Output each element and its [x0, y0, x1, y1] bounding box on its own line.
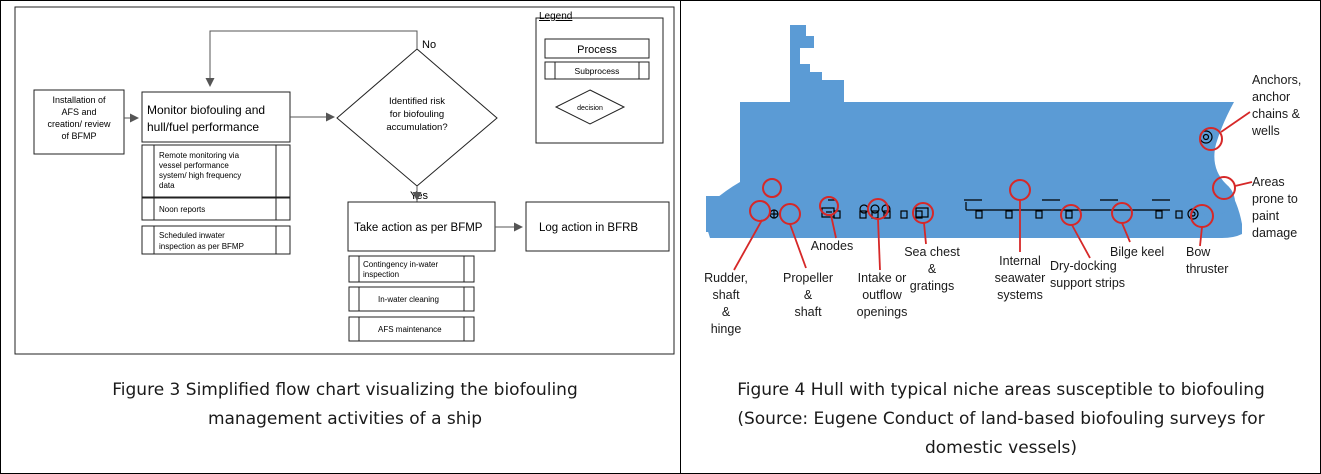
start-box-line: creation/ review — [47, 119, 111, 129]
label-areas: Areas — [1252, 175, 1285, 189]
flow-chart: Installation of AFS and creation/ review… — [14, 6, 675, 355]
subprocess-line: inspection — [363, 270, 399, 279]
figure3-panel: Installation of AFS and creation/ review… — [14, 6, 676, 360]
subprocess-line: AFS maintenance — [378, 325, 442, 334]
label-propeller: & — [804, 288, 813, 302]
legend-process-shape — [544, 38, 650, 59]
figure4-caption: Figure 4 Hull with typical niche areas s… — [684, 376, 1318, 463]
no-label: No — [422, 39, 436, 51]
action-subprocess-1: Contingency in-water inspection — [348, 255, 475, 283]
action-subprocess-2: In-water cleaning — [348, 286, 475, 312]
figure3-caption-line: Figure 3 Simplified flow chart visualizi… — [112, 380, 578, 400]
label-internal: Internal — [999, 254, 1041, 268]
label-anchors: wells — [1251, 124, 1280, 138]
label-dry-docking: Dry-docking — [1050, 259, 1117, 273]
figure3-caption: Figure 3 Simplified flow chart visualizi… — [20, 376, 670, 434]
figure4-caption-line: (Source: Eugene Conduct of land-based bi… — [737, 409, 1265, 429]
subprocess-line: inspection as per BFMP — [159, 242, 244, 251]
label-anchors: Anchors, — [1252, 73, 1301, 87]
subprocess-line: In-water cleaning — [378, 295, 439, 304]
legend-title: Legend — [539, 11, 572, 22]
monitor-subprocess-3: Scheduled inwater inspection as per BFMP — [141, 225, 291, 255]
decision-line: for biofouling — [390, 109, 444, 120]
decision-line: Identified risk — [389, 96, 445, 107]
action-subprocess-3: AFS maintenance — [348, 316, 475, 342]
label-anodes: Anodes — [811, 239, 853, 253]
label-anchors: chains & — [1252, 107, 1301, 121]
label-dry-docking: support strips — [1050, 276, 1125, 290]
subprocess-line: Noon reports — [159, 205, 205, 214]
legend: Legend Process Subprocess decision — [535, 11, 664, 144]
label-sea-chest: & — [928, 262, 937, 276]
label-internal: seawater — [995, 271, 1046, 285]
hull-diagram: Anchors, anchor chains & wells Areas pro… — [704, 25, 1301, 336]
hull-bow-bulb — [1186, 179, 1235, 216]
subprocess-line: Scheduled inwater — [159, 231, 225, 240]
monitor-box: Monitor biofouling and hull/fuel perform… — [141, 91, 291, 143]
label-bilge-keel: Bilge keel — [1110, 245, 1164, 259]
label-intake: outflow — [862, 288, 903, 302]
monitor-line: hull/fuel performance — [147, 120, 259, 134]
label-areas: paint — [1252, 209, 1280, 223]
legend-decision-label: decision — [577, 105, 603, 112]
figure3-caption-line: management activities of a ship — [207, 409, 483, 429]
start-box-line: AFS and — [61, 107, 96, 117]
label-propeller: shaft — [794, 305, 822, 319]
arrow-no-loop — [205, 30, 418, 87]
subprocess-line: data — [159, 181, 175, 190]
label-areas: damage — [1252, 226, 1297, 240]
label-rudder: hinge — [711, 322, 742, 336]
rudder-shape — [706, 196, 722, 232]
label-rudder: Rudder, — [704, 271, 748, 285]
label-sea-chest: gratings — [910, 279, 954, 293]
legend-subprocess-shape — [544, 61, 650, 80]
subprocess-line: vessel performance — [159, 161, 229, 170]
hull-shape — [706, 25, 1242, 238]
monitor-line: Monitor biofouling and — [147, 103, 265, 117]
legend-process-label: Process — [577, 44, 617, 56]
figure4-caption-line: domestic vessels) — [924, 438, 1078, 458]
subprocess-line: Remote monitoring via — [159, 151, 240, 160]
label-rudder: & — [722, 305, 731, 319]
start-box-line: Installation of — [52, 95, 106, 105]
label-bow-thruster: thruster — [1186, 262, 1228, 276]
label-intake: openings — [857, 305, 908, 319]
label-anchors: anchor — [1252, 90, 1290, 104]
monitor-subprocess-2: Noon reports — [141, 197, 291, 221]
monitor-subprocess-1: Remote monitoring via vessel performance… — [141, 144, 291, 198]
legend-subprocess-label: Subprocess — [575, 66, 620, 76]
start-box: Installation of AFS and creation/ review… — [33, 89, 125, 155]
label-propeller: Propeller — [783, 271, 833, 285]
start-box-line: of BFMP — [61, 131, 96, 141]
action-box: Take action as per BFMP — [347, 201, 496, 252]
callout-lines — [733, 111, 1253, 271]
log-box: Log action in BFRB — [525, 201, 670, 252]
label-sea-chest: Sea chest — [904, 245, 960, 259]
label-areas: prone to — [1252, 192, 1298, 206]
log-box-text: Log action in BFRB — [539, 222, 638, 234]
hull-labels: Anchors, anchor chains & wells Areas pro… — [704, 73, 1301, 336]
decision-line: accumulation? — [386, 122, 447, 133]
label-internal: systems — [997, 288, 1043, 302]
subprocess-line: Contingency in-water — [363, 260, 438, 269]
legend-decision-shape — [554, 89, 626, 125]
subprocess-line: system/ high frequency — [159, 171, 241, 180]
action-box-text: Take action as per BFMP — [354, 222, 483, 234]
yes-label: Yes — [410, 190, 428, 202]
label-rudder: shaft — [712, 288, 740, 302]
hull-features — [769, 130, 1213, 220]
label-intake: Intake or — [858, 271, 907, 285]
figure4-panel: Anchors, anchor chains & wells Areas pro… — [686, 6, 1318, 365]
column-divider — [680, 0, 681, 474]
figure4-caption-line: Figure 4 Hull with typical niche areas s… — [737, 380, 1265, 400]
label-bow-thruster: Bow — [1186, 245, 1211, 259]
